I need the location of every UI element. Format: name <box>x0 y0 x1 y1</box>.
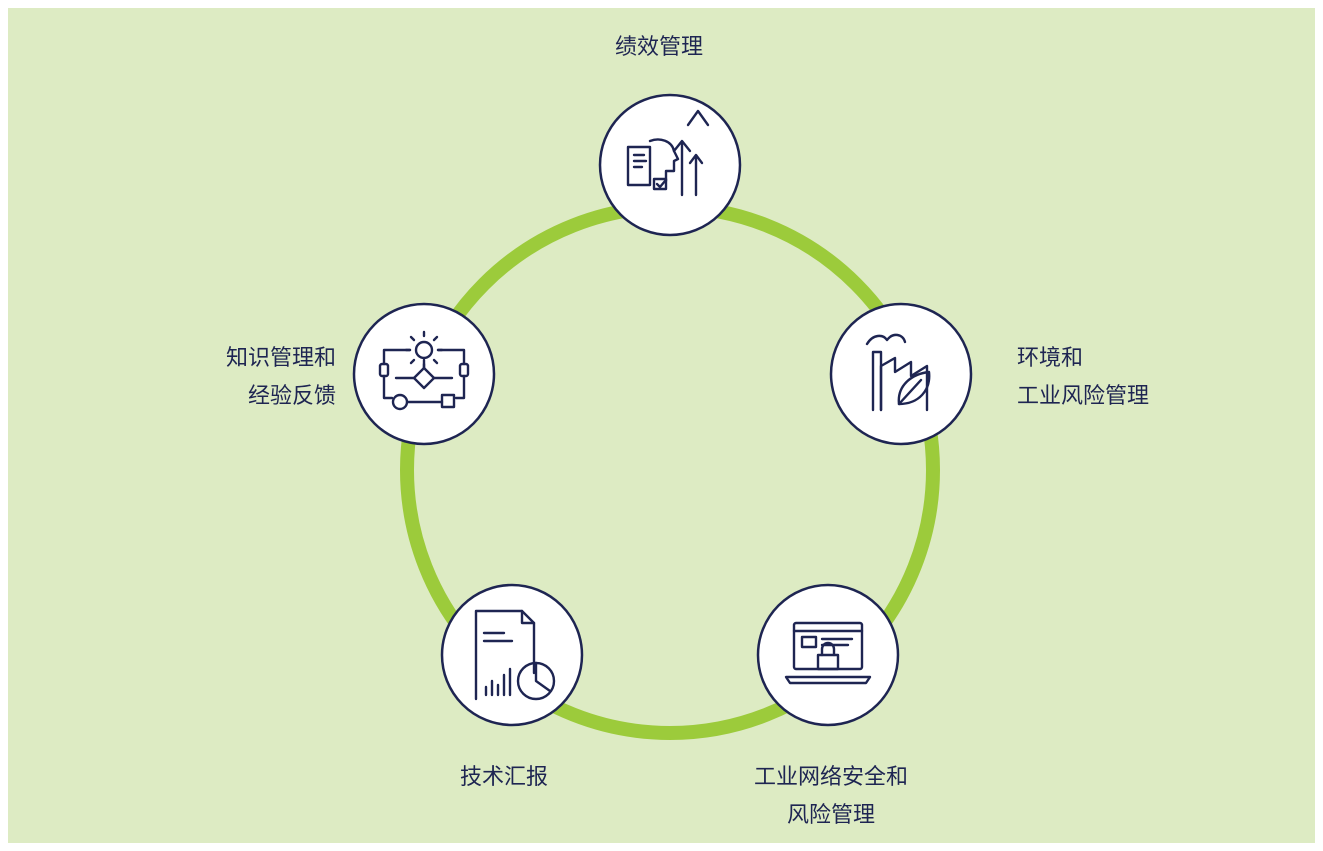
label-knowledge-line-1: 知识管理和 <box>225 346 336 371</box>
label-environment: 环境和 工业风险管理 <box>1017 340 1149 416</box>
label-performance: 绩效管理 <box>615 29 703 67</box>
label-cybersecurity: 工业网络安全和 风险管理 <box>731 759 931 835</box>
label-technical-line-1: 技术汇报 <box>460 765 549 790</box>
label-performance-line-1: 绩效管理 <box>615 35 704 60</box>
label-cybersecurity-line-2: 风险管理 <box>786 803 875 828</box>
performance-growth-icon <box>626 109 710 197</box>
node-knowledge <box>352 302 496 446</box>
label-knowledge-line-2: 经验反馈 <box>247 384 336 409</box>
factory-leaf-icon <box>865 333 931 412</box>
label-knowledge: 知识管理和 经验反馈 <box>186 340 336 416</box>
node-cybersecurity <box>756 583 900 727</box>
process-gear-icon <box>378 330 470 411</box>
report-chart-icon <box>474 609 556 701</box>
laptop-lock-icon <box>784 621 872 685</box>
label-cybersecurity-line-1: 工业网络安全和 <box>753 765 908 790</box>
node-environment <box>829 302 973 446</box>
node-technical <box>440 583 584 727</box>
label-environment-line-1: 环境和 <box>1017 346 1084 371</box>
label-environment-line-2: 工业风险管理 <box>1017 384 1150 409</box>
label-technical: 技术汇报 <box>460 759 548 797</box>
node-performance <box>598 93 742 237</box>
